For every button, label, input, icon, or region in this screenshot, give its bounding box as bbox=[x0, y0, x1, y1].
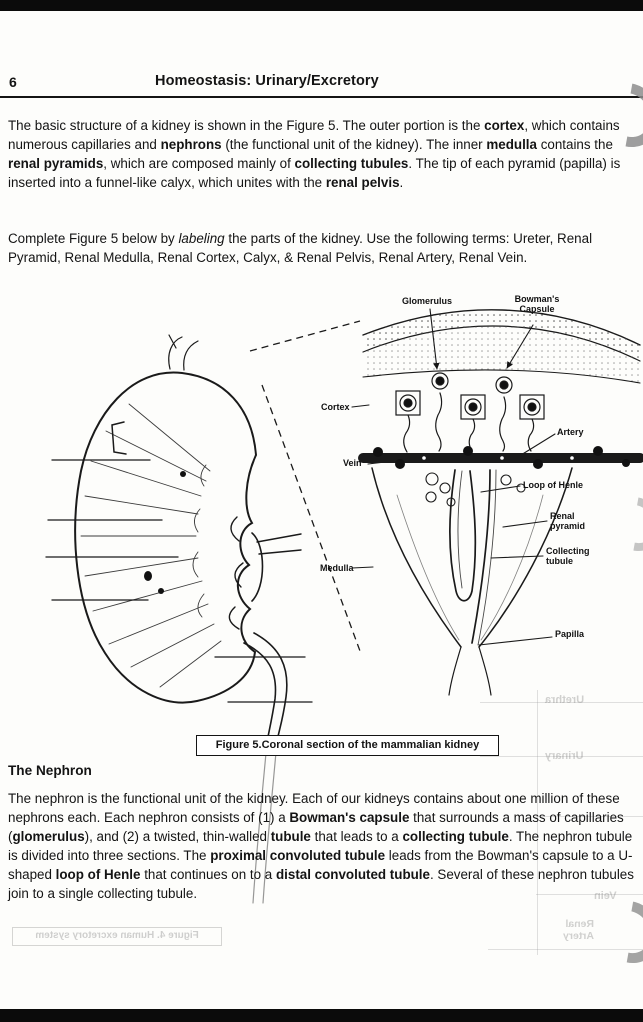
bleedthrough-figure4-caption: Figure 4. Human excretory system bbox=[12, 927, 222, 946]
label-vein: Vein bbox=[343, 458, 362, 468]
zoom-connector-dashed-lines bbox=[249, 320, 361, 652]
bleedthrough-line bbox=[488, 949, 643, 950]
scan-edge-bottom bbox=[0, 1009, 643, 1022]
blank-label-lines bbox=[45, 459, 313, 703]
label-medulla: Medulla bbox=[320, 563, 354, 573]
label-cortex: Cortex bbox=[321, 402, 350, 412]
collecting-tubule-tube bbox=[471, 469, 497, 646]
loop-of-henle-tube bbox=[449, 469, 477, 602]
bleedthrough-line bbox=[480, 702, 643, 703]
figure5-kidney-illustration bbox=[45, 308, 643, 904]
label-renal-pyramid: Renal pyramid bbox=[550, 511, 586, 531]
label-glomerulus: Glomerulus bbox=[402, 296, 453, 306]
adrenal-tuft bbox=[168, 334, 199, 371]
label-leader-lines bbox=[351, 308, 556, 646]
page-number: 6 bbox=[9, 74, 17, 90]
label-loop-of-henle: Loop of Henle bbox=[523, 480, 583, 490]
scan-edge-top bbox=[0, 0, 643, 11]
renal-pyramid-funnel bbox=[371, 467, 573, 696]
page-header: 6 Homeostasis: Urinary/Excretory bbox=[0, 70, 643, 98]
renal-pyramid-striations bbox=[80, 403, 222, 688]
page-title: Homeostasis: Urinary/Excretory bbox=[155, 73, 379, 89]
intro-paragraph: The basic structure of a kidney is shown… bbox=[8, 118, 621, 190]
calyces-and-pelvis bbox=[228, 516, 302, 630]
bleedthrough-line bbox=[537, 690, 538, 955]
blood-vessel-band bbox=[358, 446, 643, 469]
bleedthrough-line bbox=[480, 756, 643, 757]
bleedthrough-line bbox=[536, 816, 643, 817]
ureter bbox=[243, 632, 288, 904]
labeling-instructions-paragraph: Complete Figure 5 below by labeling the … bbox=[8, 231, 593, 265]
bleedthrough-text: Renal Artery bbox=[563, 918, 594, 942]
label-artery: Artery bbox=[557, 427, 584, 437]
kidney-diagram bbox=[45, 334, 313, 904]
label-bowmans-capsule: Bowman's Capsule bbox=[514, 294, 560, 314]
label-papilla: Papilla bbox=[555, 629, 585, 639]
glomeruli bbox=[395, 372, 545, 453]
nephron-diagram bbox=[351, 308, 643, 696]
nephron-paragraph: The nephron is the functional unit of th… bbox=[8, 791, 634, 901]
label-collecting-tubule: Collecting tubule bbox=[546, 546, 590, 566]
ink-spots bbox=[144, 471, 186, 594]
label-bracket bbox=[111, 421, 127, 455]
bleedthrough-line bbox=[536, 894, 643, 895]
figure-caption: Figure 5.Coronal section of the mammalia… bbox=[196, 735, 499, 756]
nephron-section-heading: The Nephron bbox=[8, 763, 92, 778]
convoluted-tubules bbox=[425, 472, 526, 507]
